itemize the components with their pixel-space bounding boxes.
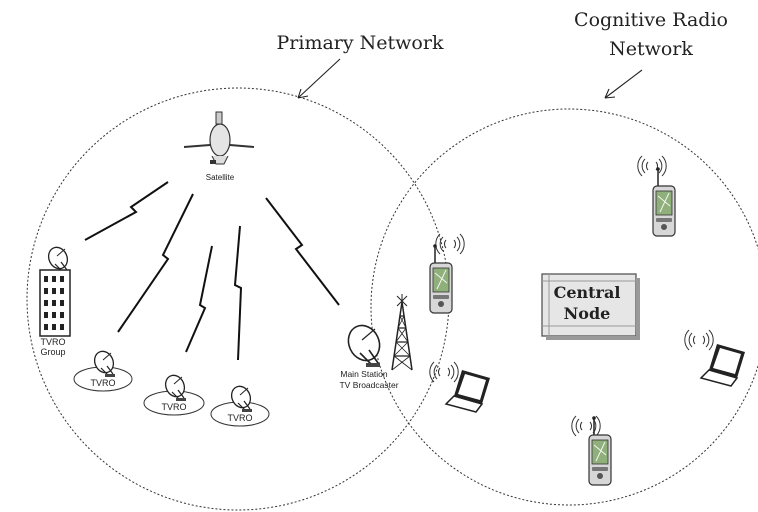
tvro-station-3: TVRO — [210, 382, 270, 427]
satellite-label: Satellite — [206, 173, 235, 182]
tvro-station-1: TVRO — [73, 347, 133, 392]
tvro-group-label-line2: Group — [40, 347, 65, 357]
central-node: Central Node — [541, 273, 640, 340]
primary-network-circle — [26, 87, 450, 511]
main-station-label-line2: TV Broadcaster — [339, 380, 398, 390]
primary-network-arrow — [297, 58, 341, 99]
cr-phone-1 — [429, 233, 465, 314]
cognitive-radio-network-circle — [370, 108, 758, 506]
tvro-group-label-line1: TVRO — [40, 337, 65, 347]
tvro-1-label: TVRO — [90, 378, 115, 388]
wireless-signal-icon — [429, 361, 459, 383]
cr-laptop-1 — [429, 361, 491, 413]
central-node-label-line1: Central — [554, 283, 621, 302]
mobile-phone-icon — [429, 243, 453, 314]
lightning-link-icon — [233, 225, 243, 361]
central-node-label-line2: Node — [564, 304, 611, 323]
tvro-3-label: TVRO — [227, 413, 252, 423]
lightning-links — [84, 181, 340, 361]
broadcast-tower-icon — [391, 294, 413, 371]
lightning-link-icon — [265, 197, 340, 306]
wireless-signal-icon — [435, 233, 465, 255]
cr-laptop-2 — [684, 329, 746, 387]
tvro-station-2: TVRO — [143, 371, 205, 416]
cr-phone-2 — [637, 155, 676, 237]
building-icon — [39, 243, 72, 337]
wireless-signal-icon — [571, 415, 601, 437]
lightning-link-icon — [117, 193, 194, 333]
cr-network-arrow — [604, 69, 643, 99]
satellite-icon — [183, 111, 255, 165]
main-station-label-line1: Main Station — [340, 369, 388, 379]
primary-network-label: Primary Network — [277, 32, 444, 54]
lightning-link-icon — [185, 245, 213, 353]
wireless-signal-icon — [637, 155, 667, 177]
cr-network-label-line2: Network — [609, 38, 693, 60]
lightning-link-icon — [84, 181, 169, 241]
cr-phone-3 — [571, 415, 612, 486]
wireless-signal-icon — [684, 329, 714, 351]
cr-network-label-line1: Cognitive Radio — [574, 9, 728, 31]
laptop-icon — [700, 343, 746, 387]
main-station — [347, 294, 413, 371]
mobile-phone-icon — [652, 166, 676, 237]
satellite-dish-icon — [347, 324, 381, 367]
tvro-2-label: TVRO — [161, 402, 186, 412]
